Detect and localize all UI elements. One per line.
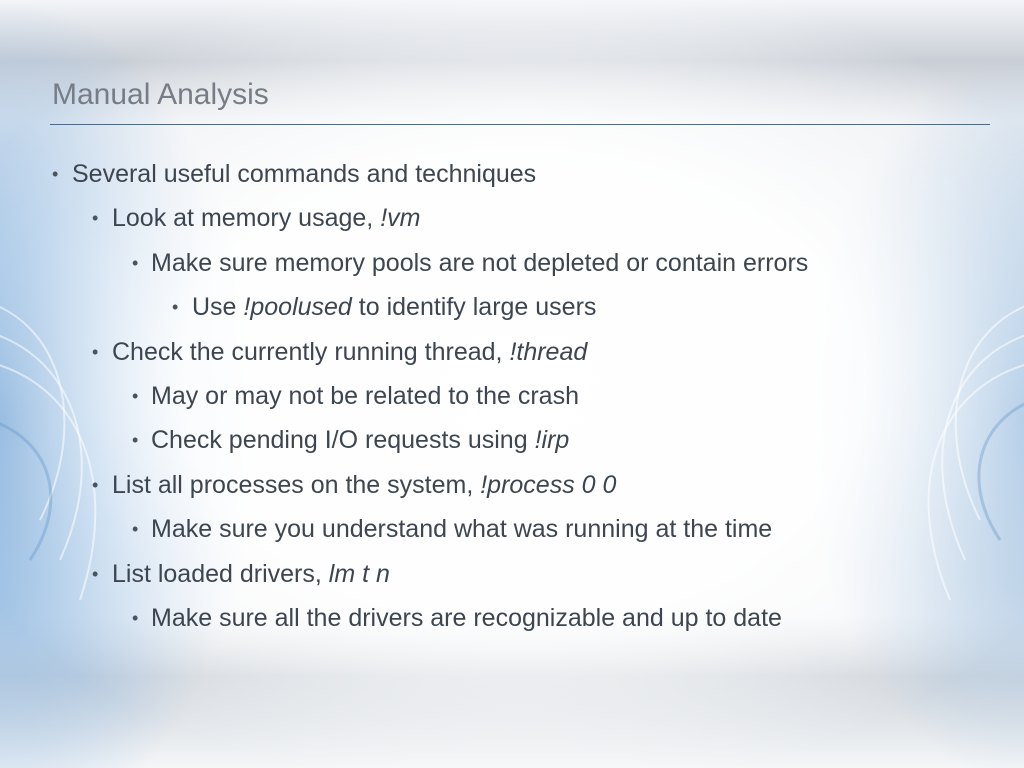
bullet-dot-icon: • [92,563,99,584]
bullet-item-level-2: • List all processes on the system, !proc… [0,465,1024,509]
bullet-text: Make sure memory pools are not depleted … [151,243,808,283]
bullet-dot-icon: • [92,474,99,495]
bullet-command: !vm [380,204,421,233]
bullet-item-level-2: • List loaded drivers, lm t n [0,554,1024,598]
slide-title: Manual Analysis [52,78,269,111]
bullet-text-main: List loaded drivers, [112,559,329,588]
bullet-text-main: May or may not be related to the crash [151,381,579,410]
bullet-dot-icon: • [132,385,139,406]
bullet-text: Check the currently running thread, !thr… [112,332,587,372]
bullet-text: Make sure you understand what was runnin… [151,509,772,549]
bullet-text-main: Several useful commands and techniques [72,160,537,188]
bullet-dot-icon: • [132,519,139,540]
bullet-command: !process 0 0 [480,470,617,499]
bullet-dot-icon: • [92,341,99,362]
bullet-list: •Several useful commands and techniques•… [0,154,1024,642]
bullet-text-after: to identify large users [351,293,597,322]
bullet-text: Make sure all the drivers are recognizab… [151,598,782,638]
bullet-item-level-2: • Check the currently running thread, !th… [0,332,1024,376]
bullet-text: Use !poolused to identify large users [192,287,596,327]
bullet-text: May or may not be related to the crash [151,376,579,416]
bullet-command: lm t n [328,559,390,588]
bullet-text: List all processes on the system, !proce… [112,465,616,505]
bullet-command: !irp [534,426,570,455]
bullet-dot-icon: • [52,164,59,184]
bullet-item-level-3: • May or may not be related to the crash [0,376,1024,420]
bullet-text: Several useful commands and techniques [72,154,536,194]
bullet-command: !poolused [243,293,352,322]
bullet-item-level-3: • Make sure you understand what was runni… [0,509,1024,553]
bullet-item-level-3: • Check pending I/O requests using !irp [0,420,1024,464]
bullet-text-main: Check pending I/O requests using [151,426,535,455]
bullet-dot-icon: • [172,297,179,318]
bullet-text-main: Look at memory usage, [112,204,381,233]
bullet-item-level-1: • Several useful commands and techniques [0,154,1024,198]
bullet-item-level-3: • Make sure all the drivers are recogniza… [0,598,1024,642]
bullet-item-level-4: • Use !poolused to identify large users [0,287,1024,331]
bullet-text-main: Make sure all the drivers are recognizab… [151,603,782,632]
bullet-dot-icon: • [132,252,139,273]
bullet-command: !thread [509,337,588,366]
bullet-item-level-2: • Look at memory usage, !vm [0,198,1024,242]
bullet-dot-icon: • [132,430,139,451]
bullet-dot-icon: • [92,208,99,229]
bullet-text: List loaded drivers, lm t n [112,554,390,594]
bullet-dot-icon: • [132,607,139,628]
bullet-text-main: Make sure you understand what was runnin… [151,515,773,544]
title-divider [50,124,990,125]
bullet-item-level-3: • Make sure memory pools are not depleted… [0,243,1024,287]
bullet-text: Look at memory usage, !vm [112,198,420,238]
bullet-text-main: List all processes on the system, [112,470,481,499]
bullet-text: Check pending I/O requests using !irp [151,420,569,460]
bullet-text-main: Make sure memory pools are not depleted … [151,248,809,277]
bullet-text-main: Use [192,293,244,322]
bullet-text-main: Check the currently running thread, [112,337,510,366]
